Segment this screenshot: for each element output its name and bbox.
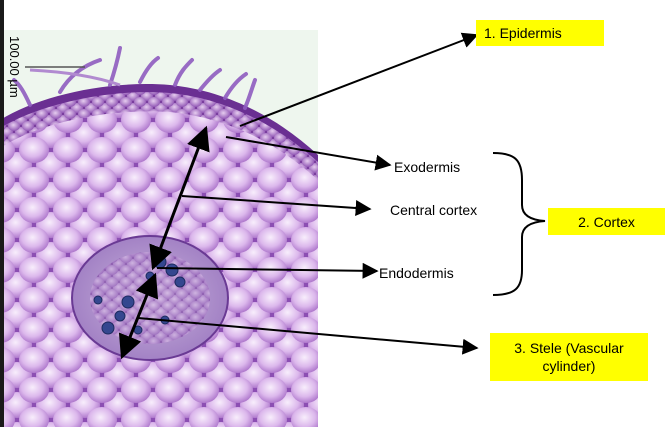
- epidermis-arrow: [239, 32, 479, 127]
- endodermis-arrow: [156, 262, 379, 279]
- stele-arrow: [137, 317, 479, 355]
- stele-label-box: 3. Stele (Vascular cylinder): [490, 333, 648, 381]
- cortex-brace: [492, 152, 546, 296]
- epidermis-label-box: 1. Epidermis: [476, 20, 604, 46]
- exodermis-arrow: [225, 136, 392, 171]
- epidermis-label: 1. Epidermis: [484, 25, 562, 41]
- stele-label-line2: cylinder): [542, 358, 596, 374]
- exodermis-label: Exodermis: [394, 159, 461, 175]
- central-cortex-label: Central cortex: [390, 202, 478, 218]
- stele-label-line1: 3. Stele (Vascular: [514, 340, 624, 356]
- left-edge-bar: [0, 0, 4, 427]
- cortex-label: 2. Cortex: [578, 213, 635, 230]
- central-cortex-arrow: [181, 195, 372, 216]
- endodermis-label: Endodermis: [379, 265, 454, 281]
- stele-span-arrow: [118, 272, 159, 360]
- cortex-span-arrow: [149, 125, 210, 271]
- cortex-label-box: 2. Cortex: [548, 208, 665, 235]
